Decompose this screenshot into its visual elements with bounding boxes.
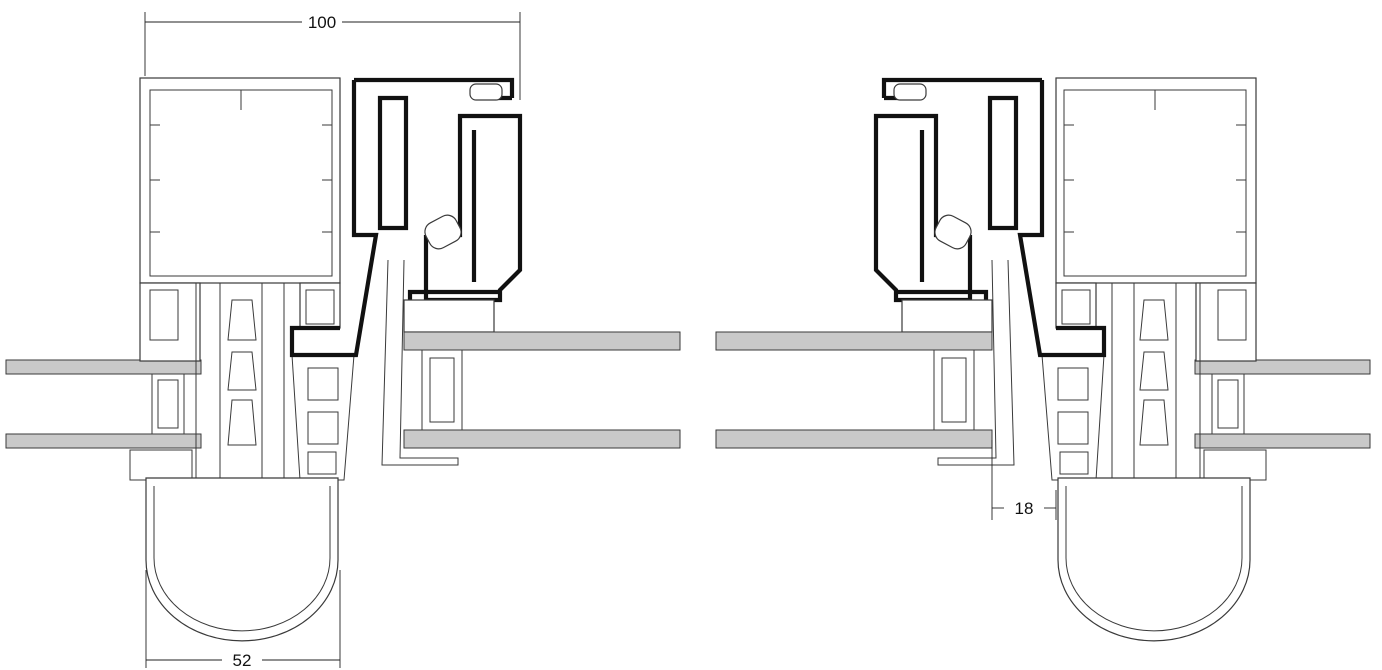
sash-glass-outer	[403, 331, 681, 351]
mullion-outer	[139, 77, 341, 284]
spacer-bar-inner	[157, 379, 179, 429]
mullion-box-right	[1055, 77, 1257, 284]
sash-glass-inner	[715, 429, 993, 449]
spacer-bar	[151, 373, 185, 435]
dimension-label-bottom: 52	[233, 651, 252, 670]
break-cell-2	[1057, 411, 1089, 445]
cover-cap-right	[1057, 477, 1251, 642]
vent-inner-box	[987, 95, 1019, 231]
break-cell-3	[1059, 451, 1089, 475]
dimension-label-right: 18	[1015, 499, 1034, 518]
right-assembly	[715, 77, 1371, 642]
sash-bead	[381, 259, 459, 466]
glass-pane-inner	[1194, 433, 1371, 449]
clip-top-left	[149, 289, 179, 341]
glass-pane-inner	[5, 433, 202, 449]
cavity-upper	[227, 351, 257, 391]
cover-cap-left-inner	[153, 486, 331, 632]
sash-glass-inner	[403, 429, 681, 449]
gasket-top-left	[469, 83, 503, 101]
dimension-right-offset: 18	[991, 440, 1057, 520]
sash-bead	[937, 259, 1015, 466]
frame-lower-right	[1041, 282, 1267, 521]
mullion-box-left	[139, 77, 341, 284]
left-glazing-unit	[5, 359, 202, 449]
sash-glass-outer	[715, 331, 993, 351]
gasket-left	[424, 214, 462, 250]
gasket-insert	[1139, 299, 1169, 341]
gasket-top-right	[893, 83, 927, 101]
break-cell-1	[1057, 367, 1089, 401]
glass-pane-outer	[5, 359, 202, 375]
cavity-lower	[1139, 399, 1169, 446]
sash-spacer-inner	[429, 357, 455, 423]
thermal-break	[291, 354, 355, 481]
vent-inner-box	[377, 95, 409, 231]
thermal-break	[1041, 354, 1105, 481]
sash-block	[901, 299, 993, 333]
break-cell-3	[307, 451, 337, 475]
dimension-label-top: 100	[308, 13, 336, 32]
vent-bracket	[407, 289, 500, 300]
break-cell-1	[307, 367, 339, 401]
dimension-bottom: 52	[145, 570, 341, 670]
clip-top-left	[1217, 289, 1247, 341]
clip-top-right	[305, 289, 335, 325]
cavity-upper	[1139, 351, 1169, 391]
cavity-lower	[227, 399, 257, 446]
sash-glazing-left	[381, 259, 681, 466]
frame-lower-left	[129, 282, 355, 521]
sash-spacer	[421, 349, 463, 431]
right-glazing-unit	[1194, 359, 1371, 449]
clip-top-right	[1061, 289, 1091, 325]
mullion-outer	[1055, 77, 1257, 284]
frame-leg-left	[139, 282, 201, 362]
spacer-bar-inner	[1217, 379, 1239, 429]
sash-spacer	[933, 349, 975, 431]
spacer-bar	[1211, 373, 1245, 435]
sash-spacer-inner	[941, 357, 967, 423]
glass-pane-outer	[1194, 359, 1371, 375]
left-assembly	[5, 77, 681, 642]
frame-leg-left	[1195, 282, 1257, 362]
dimension-top: 100	[144, 12, 521, 100]
vent-bracket	[896, 289, 989, 300]
cover-cap-left	[145, 477, 339, 642]
break-cell-2	[307, 411, 339, 445]
cover-cap-right-inner	[1065, 486, 1243, 632]
bottom-clip-left	[129, 449, 193, 481]
gasket-right	[934, 214, 972, 250]
sash-glazing-right	[715, 259, 1015, 466]
sash-block	[403, 299, 495, 333]
bottom-clip-left	[1203, 449, 1267, 481]
gasket-insert	[227, 299, 257, 341]
